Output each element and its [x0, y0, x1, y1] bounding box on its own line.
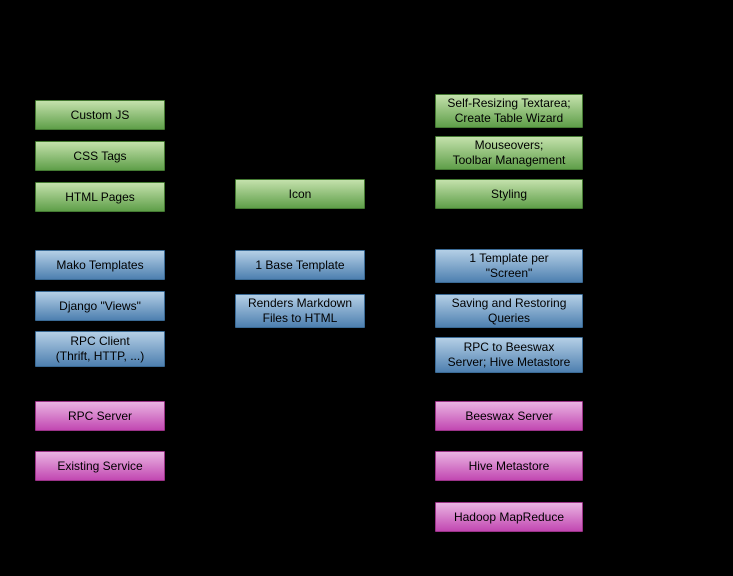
box-label: Existing Service — [57, 458, 143, 473]
diagram-box-mako-templates: Mako Templates — [35, 250, 165, 280]
diagram-box-renders-markdown: Renders Markdown Files to HTML — [235, 294, 365, 328]
box-label: Saving and Restoring Queries — [451, 296, 567, 325]
diagram-box-beeswax-server: Beeswax Server — [435, 401, 583, 431]
diagram-box-existing-service: Existing Service — [35, 451, 165, 481]
box-label: Icon — [288, 186, 312, 201]
box-label: Beeswax Server — [465, 408, 553, 423]
diagram-box-rpc-client: RPC Client (Thrift, HTTP, ...) — [35, 331, 165, 367]
box-label: RPC Server — [67, 408, 132, 423]
box-label: Django "Views" — [59, 298, 141, 313]
box-label: 1 Template per "Screen" — [469, 251, 549, 280]
diagram-box-mouseovers: Mouseovers; Toolbar Management — [435, 136, 583, 170]
box-label: Styling — [490, 186, 528, 201]
box-label: HTML Pages — [65, 189, 135, 204]
diagram-box-css-tags: CSS Tags — [35, 141, 165, 171]
diagram-box-html-pages: HTML Pages — [35, 182, 165, 212]
diagram-box-template-per-screen: 1 Template per "Screen" — [435, 249, 583, 283]
diagram-box-saving-restoring-queries: Saving and Restoring Queries — [435, 294, 583, 328]
box-label: Mako Templates — [56, 257, 144, 272]
box-label: CSS Tags — [73, 148, 127, 163]
box-label: 1 Base Template — [255, 257, 345, 272]
diagram-box-styling: Styling — [435, 179, 583, 209]
diagram-box-hadoop-mapreduce: Hadoop MapReduce — [435, 502, 583, 532]
diagram-box-django-views: Django "Views" — [35, 291, 165, 321]
box-label: RPC Client (Thrift, HTTP, ...) — [55, 334, 145, 363]
box-label: Hive Metastore — [468, 458, 550, 473]
diagram-box-rpc-to-beeswax: RPC to Beeswax Server; Hive Metastore — [435, 337, 583, 373]
diagram-box-self-resizing-textarea: Self-Resizing Textarea; Create Table Wiz… — [435, 94, 583, 128]
box-label: Hadoop MapReduce — [453, 509, 565, 524]
box-label: Self-Resizing Textarea; Create Table Wiz… — [447, 96, 571, 125]
box-label: Mouseovers; Toolbar Management — [452, 138, 566, 167]
box-label: Renders Markdown Files to HTML — [247, 296, 353, 325]
diagram-box-base-template: 1 Base Template — [235, 250, 365, 280]
box-label: RPC to Beeswax Server; Hive Metastore — [447, 340, 571, 369]
diagram-box-hive-metastore: Hive Metastore — [435, 451, 583, 481]
diagram-box-rpc-server: RPC Server — [35, 401, 165, 431]
diagram-box-custom-js: Custom JS — [35, 100, 165, 130]
diagram-box-icon: Icon — [235, 179, 365, 209]
box-label: Custom JS — [70, 107, 130, 122]
